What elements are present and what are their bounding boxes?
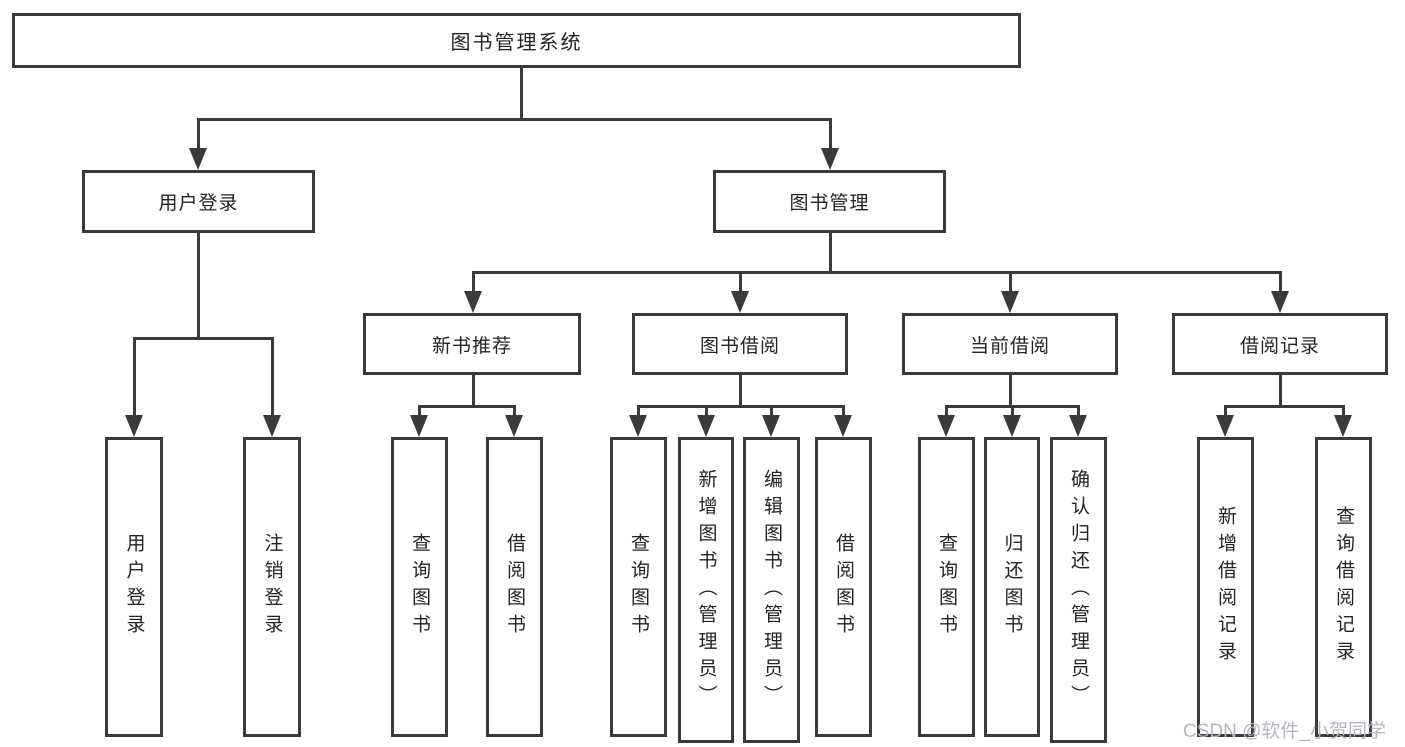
node-library-system: 图书管理系统 (12, 13, 1021, 68)
node-leaf-edit-books-admin: 编辑图书（管理员） (743, 437, 800, 743)
node-borrow-record: 借阅记录 (1172, 313, 1388, 375)
connector-drop-book-borrow-3 (841, 405, 845, 417)
node-label-leaf-add-borrow-record: 新增借阅记录 (1215, 506, 1236, 668)
arrow-down-icon (1001, 291, 1019, 313)
node-leaf-borrow-books-recommend: 借阅图书 (486, 437, 543, 737)
node-label-leaf-add-books-admin: 新增图书（管理员） (695, 468, 717, 712)
node-leaf-return-books: 归还图书 (984, 437, 1040, 737)
connector-bar-user-login (132, 337, 274, 340)
node-label-leaf-query-books-recommend: 查询图书 (409, 533, 430, 641)
node-label-new-book-recommend: 新书推荐 (431, 335, 512, 357)
arrow-down-icon (731, 291, 749, 313)
connector-stem-library-system (519, 68, 523, 121)
connector-stem-user-login (196, 233, 200, 340)
node-current-borrow: 当前借阅 (902, 313, 1118, 375)
connector-drop-book-borrow-2 (769, 405, 773, 417)
connector-stem-book-borrow (738, 375, 742, 408)
node-label-user-login: 用户登录 (158, 193, 239, 214)
connector-drop-current-borrow-0 (944, 405, 948, 417)
arrow-down-icon (505, 415, 523, 437)
connector-bar-library-system (196, 118, 832, 121)
node-leaf-confirm-return-admin: 确认归还（管理员） (1050, 437, 1107, 743)
node-label-borrow-record: 借阅记录 (1239, 335, 1320, 357)
node-leaf-add-borrow-record: 新增借阅记录 (1197, 437, 1254, 737)
node-book-borrow: 图书借阅 (632, 313, 848, 375)
connector-drop-borrow-record-1 (1341, 405, 1345, 417)
arrow-down-icon (762, 415, 780, 437)
connector-drop-book-management-1 (738, 271, 742, 293)
connector-drop-user-login-1 (270, 337, 274, 417)
connector-bar-book-management (471, 271, 1282, 274)
node-leaf-borrow-books: 借阅图书 (815, 437, 872, 737)
connector-stem-book-management (828, 233, 832, 274)
connector-bar-borrow-record (1223, 405, 1345, 408)
connector-drop-borrow-record-0 (1223, 405, 1227, 417)
arrow-down-icon (1003, 415, 1021, 437)
node-leaf-query-books-current: 查询图书 (918, 437, 975, 737)
node-leaf-query-books-recommend: 查询图书 (391, 437, 448, 737)
node-label-leaf-edit-books-admin: 编辑图书（管理员） (761, 468, 782, 712)
node-leaf-logout: 注销登录 (243, 437, 301, 737)
node-label-leaf-borrow-books: 借阅图书 (833, 533, 854, 641)
arrow-down-icon (1216, 415, 1234, 437)
arrow-down-icon (629, 415, 647, 437)
node-label-leaf-logout: 注销登录 (261, 533, 283, 641)
connector-drop-user-login-0 (132, 337, 136, 417)
connector-bar-new-book-recommend (417, 405, 516, 408)
connector-drop-new-book-recommend-1 (512, 405, 516, 417)
connector-stem-new-book-recommend (471, 375, 475, 408)
arrow-down-icon (464, 291, 482, 313)
node-label-library-system: 图书管理系统 (450, 32, 583, 54)
connector-stem-current-borrow (1008, 375, 1012, 408)
connector-drop-current-borrow-1 (1010, 405, 1014, 417)
node-leaf-query-borrow-record: 查询借阅记录 (1315, 437, 1372, 737)
node-label-current-borrow: 当前借阅 (969, 335, 1050, 357)
arrow-down-icon (189, 148, 207, 170)
connector-drop-book-borrow-1 (704, 405, 708, 417)
node-label-book-borrow: 图书借阅 (699, 335, 780, 357)
node-label-leaf-query-books-borrow: 查询图书 (628, 533, 649, 641)
arrow-down-icon (821, 148, 839, 170)
connector-drop-new-book-recommend-0 (417, 405, 421, 417)
node-label-leaf-query-borrow-record: 查询借阅记录 (1333, 506, 1354, 668)
node-user-login: 用户登录 (82, 170, 315, 233)
arrow-down-icon (937, 415, 955, 437)
connector-drop-current-borrow-2 (1076, 405, 1080, 417)
connector-drop-book-management-2 (1008, 271, 1012, 293)
node-book-management: 图书管理 (713, 170, 946, 233)
node-label-book-management: 图书管理 (789, 193, 870, 214)
arrow-down-icon (1069, 415, 1087, 437)
connector-drop-book-borrow-0 (636, 405, 640, 417)
watermark: CSDN @软件_小贺同学 (1183, 721, 1386, 742)
node-label-leaf-borrow-books-recommend: 借阅图书 (504, 533, 525, 641)
arrow-down-icon (1334, 415, 1352, 437)
node-leaf-add-books-admin: 新增图书（管理员） (678, 437, 734, 743)
node-leaf-query-books-borrow: 查询图书 (610, 437, 667, 737)
arrow-down-icon (834, 415, 852, 437)
node-label-leaf-user-login: 用户登录 (123, 533, 145, 641)
arrow-down-icon (263, 415, 281, 437)
connector-drop-book-management-3 (1278, 271, 1282, 293)
arrow-down-icon (697, 415, 715, 437)
node-leaf-user-login: 用户登录 (105, 437, 163, 737)
node-label-leaf-confirm-return-admin: 确认归还（管理员） (1068, 468, 1089, 712)
connector-stem-borrow-record (1278, 375, 1282, 408)
connector-bar-book-borrow (636, 405, 845, 408)
connector-drop-library-system-1 (828, 118, 832, 150)
node-label-leaf-return-books: 归还图书 (1001, 533, 1023, 641)
connector-drop-library-system-0 (196, 118, 200, 150)
node-new-book-recommend: 新书推荐 (363, 313, 581, 375)
arrow-down-icon (1271, 291, 1289, 313)
node-label-leaf-query-books-current: 查询图书 (936, 533, 957, 641)
arrow-down-icon (410, 415, 428, 437)
arrow-down-icon (125, 415, 143, 437)
connector-drop-book-management-0 (471, 271, 475, 293)
